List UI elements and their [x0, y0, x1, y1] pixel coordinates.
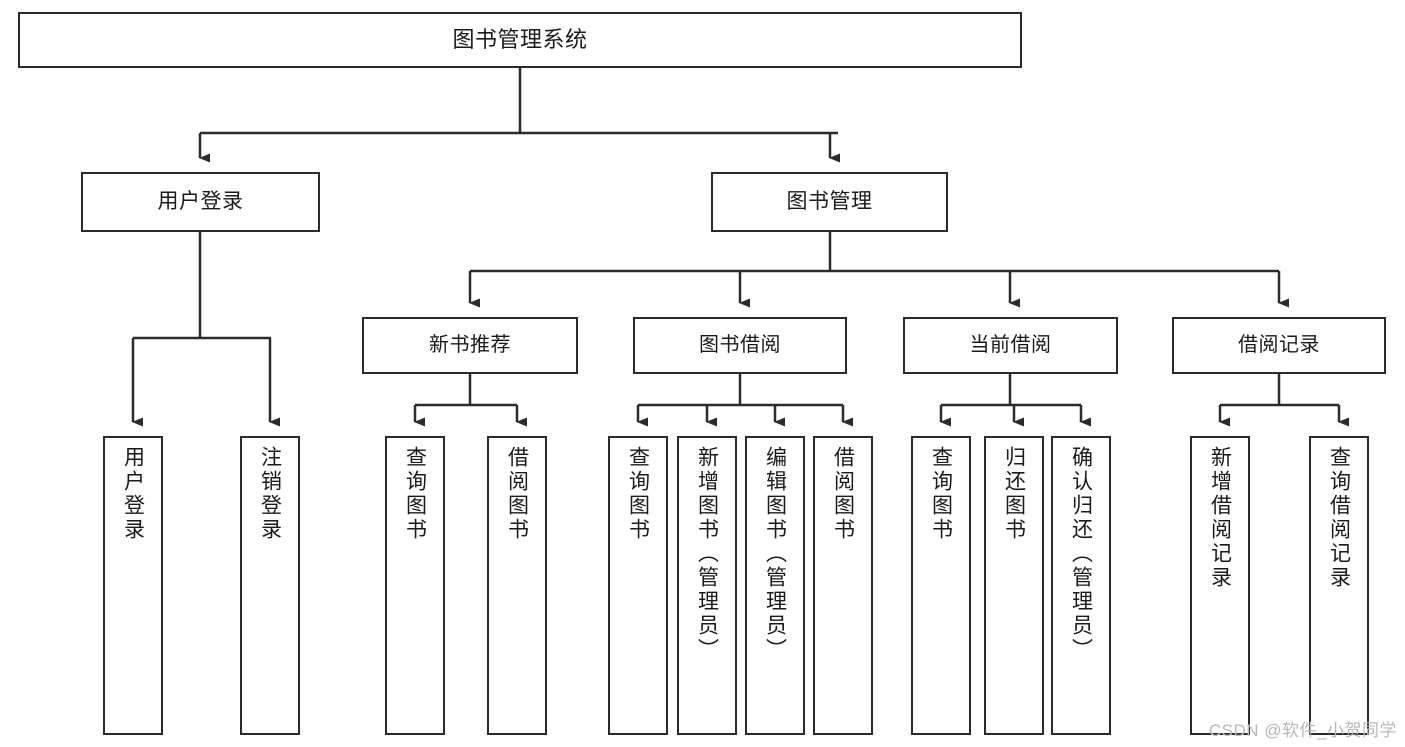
leaf-borrow-book[interactable]: 借阅图书: [813, 436, 873, 735]
leaf-query-book-label: 查询图书: [626, 446, 650, 542]
leaf-edit-book[interactable]: 编辑图书（管理员）: [745, 436, 805, 735]
leaf-add-book-label: 新增图书（管理员）: [695, 446, 719, 662]
node-book-manage-label: 图书管理: [786, 189, 873, 213]
leaf-add-record-label: 新增借阅记录: [1208, 446, 1232, 590]
leaf-query-book[interactable]: 查询图书: [608, 436, 668, 735]
node-current-borrow[interactable]: 当前借阅: [903, 317, 1118, 374]
leaf-add-record[interactable]: 新增借阅记录: [1190, 436, 1250, 735]
node-borrow-record[interactable]: 借阅记录: [1172, 317, 1386, 374]
node-user-login-label: 用户登录: [157, 189, 244, 213]
node-book-borrow[interactable]: 图书借阅: [633, 317, 847, 374]
node-book-manage[interactable]: 图书管理: [711, 172, 948, 232]
node-book-borrow-label: 图书借阅: [699, 334, 781, 356]
leaf-query-book-cur[interactable]: 查询图书: [911, 436, 971, 735]
node-user-login[interactable]: 用户登录: [81, 172, 320, 232]
leaf-logout[interactable]: 注销登录: [240, 436, 300, 735]
leaf-return-book-label: 归还图书: [1002, 446, 1026, 542]
node-root[interactable]: 图书管理系统: [18, 12, 1022, 68]
node-borrow-record-label: 借阅记录: [1238, 334, 1320, 356]
leaf-query-book-rec[interactable]: 查询图书: [385, 436, 445, 735]
node-new-book-rec-label: 新书推荐: [429, 334, 511, 356]
leaf-user-login[interactable]: 用户登录: [103, 436, 163, 735]
leaf-query-book-rec-label: 查询图书: [403, 446, 427, 542]
leaf-query-record[interactable]: 查询借阅记录: [1309, 436, 1369, 735]
leaf-logout-label: 注销登录: [258, 446, 282, 542]
node-new-book-rec[interactable]: 新书推荐: [362, 317, 578, 374]
node-current-borrow-label: 当前借阅: [969, 334, 1052, 356]
node-root-label: 图书管理系统: [452, 27, 588, 53]
leaf-edit-book-label: 编辑图书（管理员）: [763, 446, 787, 662]
leaf-add-book[interactable]: 新增图书（管理员）: [677, 436, 737, 735]
leaf-user-login-label: 用户登录: [121, 446, 145, 542]
leaf-borrow-book-label: 借阅图书: [831, 446, 855, 542]
leaf-query-record-label: 查询借阅记录: [1327, 446, 1351, 590]
leaf-return-book[interactable]: 归还图书: [984, 436, 1044, 735]
leaf-borrow-book-rec-label: 借阅图书: [505, 446, 529, 542]
watermark: CSDN @软件_小贺同学: [1208, 721, 1397, 740]
leaf-borrow-book-rec[interactable]: 借阅图书: [487, 436, 547, 735]
leaf-confirm-return[interactable]: 确认归还（管理员）: [1051, 436, 1111, 735]
leaf-confirm-return-label: 确认归还（管理员）: [1069, 446, 1093, 662]
leaf-query-book-cur-label: 查询图书: [929, 446, 953, 542]
